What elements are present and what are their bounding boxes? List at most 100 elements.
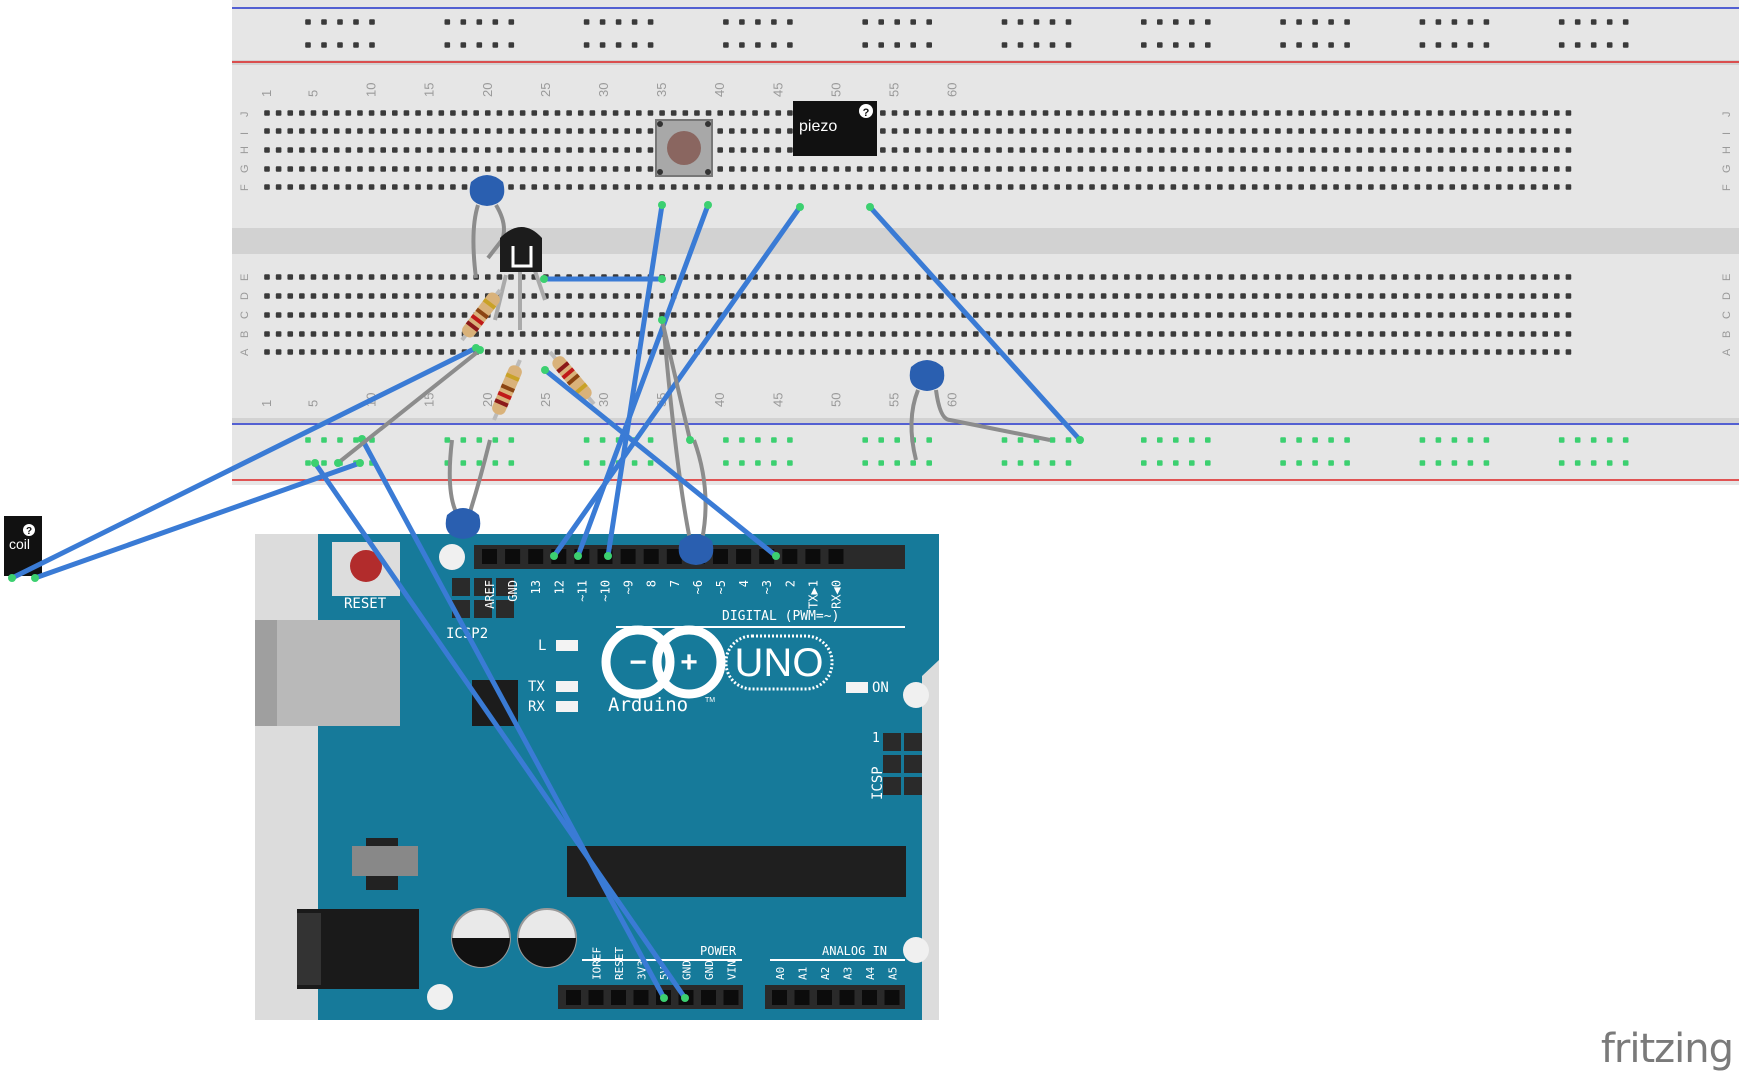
hole: [845, 274, 851, 280]
hole: [1565, 184, 1572, 190]
hole: [647, 147, 654, 153]
rail-hole: [1049, 19, 1056, 25]
hole: [1147, 293, 1153, 299]
rail-hole: [1467, 42, 1474, 48]
hole: [891, 184, 898, 190]
hole: [1321, 128, 1328, 134]
hole: [740, 312, 747, 318]
power-pin-label: VIN: [726, 960, 739, 980]
hole: [450, 110, 456, 116]
hole: [1554, 349, 1560, 355]
mounting-hole: [439, 544, 465, 570]
hole: [1100, 147, 1107, 153]
hole: [1031, 184, 1037, 190]
wire-endpoint: [660, 994, 668, 1002]
hole: [601, 166, 607, 172]
hole: [729, 184, 735, 190]
hole: [577, 331, 584, 337]
rail-hole: [476, 460, 483, 466]
digital-pin-label: 13: [529, 580, 543, 594]
hole: [508, 293, 514, 299]
power-pin-label: RESET: [613, 947, 626, 980]
hole: [1344, 110, 1351, 116]
hole: [636, 184, 642, 190]
hole: [949, 110, 956, 116]
hole: [1344, 331, 1351, 337]
hole: [1530, 184, 1537, 190]
hole: [461, 128, 468, 134]
hole: [1368, 147, 1374, 153]
hole: [1542, 274, 1548, 280]
hole: [1379, 312, 1386, 318]
rail-hole: [1001, 19, 1008, 25]
rail-hole: [894, 460, 900, 466]
hole: [1089, 110, 1095, 116]
hole: [821, 331, 828, 337]
hole: [1135, 147, 1142, 153]
hole: [1530, 147, 1537, 153]
row-label-left: F: [239, 184, 251, 191]
hole: [1461, 274, 1467, 280]
on-led-label: ON: [872, 680, 889, 696]
hole: [1530, 166, 1537, 172]
hole: [1298, 293, 1304, 299]
column-label-bottom: 1: [259, 400, 274, 407]
rail-hole: [583, 460, 590, 466]
led: [556, 640, 578, 651]
hole: [1031, 293, 1037, 299]
wire-endpoint: [604, 552, 612, 560]
wire-endpoint: [334, 459, 342, 467]
hole: [1251, 274, 1258, 280]
hole: [392, 110, 398, 116]
hole: [1402, 110, 1409, 116]
hole: [961, 147, 967, 153]
hole: [787, 349, 793, 355]
hole: [1158, 110, 1165, 116]
hole: [1228, 293, 1235, 299]
hole: [380, 184, 386, 190]
hole: [1065, 349, 1072, 355]
rail-hole: [771, 42, 777, 48]
digital-pin-label: ~6: [691, 580, 705, 594]
hole: [798, 166, 805, 172]
hole: [1135, 184, 1142, 190]
hole: [310, 166, 317, 172]
hole: [1461, 331, 1467, 337]
hole: [1530, 331, 1537, 337]
hole: [473, 293, 479, 299]
pushbutton-screw: [657, 121, 663, 127]
hole: [938, 110, 944, 116]
rail-hole: [1483, 42, 1490, 48]
hole: [775, 166, 782, 172]
hole: [1147, 184, 1153, 190]
breadboard[interactable]: 1155101015152020252530303535404045455050…: [232, 0, 1739, 485]
icsp-label: ICSP: [870, 766, 886, 800]
hole: [1112, 274, 1119, 280]
hole: [1054, 349, 1060, 355]
hole: [1449, 312, 1456, 318]
hole: [984, 184, 991, 190]
wire-endpoint: [540, 275, 548, 283]
hole: [392, 128, 398, 134]
hole: [392, 349, 398, 355]
hole: [508, 331, 514, 337]
hole: [275, 128, 282, 134]
hole: [1205, 349, 1212, 355]
power-pin-socket: [633, 990, 649, 1005]
hole: [1158, 331, 1165, 337]
hole: [1472, 110, 1479, 116]
trademark: TM: [705, 697, 715, 704]
hole: [961, 349, 967, 355]
hole: [1031, 274, 1037, 280]
hole: [438, 128, 445, 134]
hole: [856, 312, 863, 318]
hole: [392, 147, 398, 153]
hole: [961, 110, 967, 116]
hole: [1472, 147, 1479, 153]
hole: [1449, 274, 1456, 280]
hole: [1275, 110, 1281, 116]
arduino-logo-minus: −: [629, 646, 647, 679]
hole: [333, 312, 340, 318]
